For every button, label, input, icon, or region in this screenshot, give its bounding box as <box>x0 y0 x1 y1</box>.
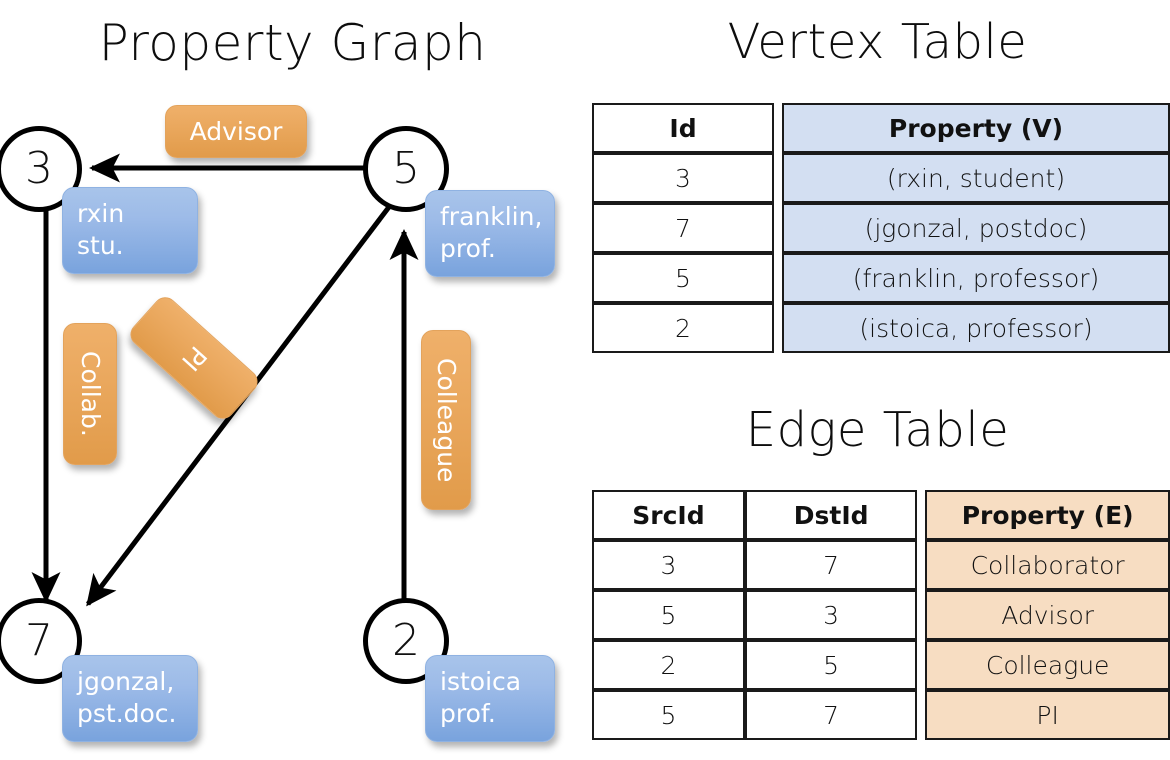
edge-table-header-row: SrcId DstId Property (E) <box>592 490 1170 540</box>
vertex-property-box-2-line1: istoica <box>440 667 522 696</box>
vertex-row-1-property: (jgonzal, postdoc) <box>782 203 1170 253</box>
vertex-table-header-id: Id <box>592 103 774 153</box>
edge-table-grid: SrcId DstId Property (E) 3 7 Collaborato… <box>592 490 1170 740</box>
graph-node-7-label: 7 <box>25 615 53 666</box>
vertex-property-box-2-line2: prof. <box>440 699 496 728</box>
vertex-property-box-3-line1: rxin <box>77 199 125 228</box>
table-row: 3 (rxin, student) <box>592 153 1170 203</box>
graph-node-2-label: 2 <box>392 615 420 666</box>
graph-node-5-label: 5 <box>392 143 420 194</box>
vertex-row-2-gap <box>774 253 782 303</box>
edge-row-0-dst: 7 <box>744 540 918 590</box>
edge-label-pi-text: PI <box>176 340 213 377</box>
graph-node-3-label: 3 <box>25 143 53 194</box>
page-title-edge-table: Edge Table <box>745 402 1010 458</box>
edge-table-header-dstid: DstId <box>744 490 918 540</box>
vertex-property-box-7[interactable]: jgonzal, pst.doc. <box>62 655 198 742</box>
table-row: 2 5 Colleague <box>592 640 1170 690</box>
vertex-property-box-3[interactable]: rxin stu. <box>62 187 198 274</box>
vertex-property-box-5-line1: franklin, <box>440 202 543 231</box>
vertex-row-1-gap <box>774 203 782 253</box>
vertex-table-header-property: Property (V) <box>782 103 1170 153</box>
vertex-property-box-7-line2: pst.doc. <box>77 699 177 728</box>
edge-row-3-gap <box>917 690 925 740</box>
table-row: 3 7 Collaborator <box>592 540 1170 590</box>
vertex-table: Id Property (V) 3 (rxin, student) 7 (jgo… <box>592 103 1170 353</box>
vertex-row-3-gap <box>774 303 782 353</box>
edge-label-advisor-text: Advisor <box>189 116 283 146</box>
table-row: 5 3 Advisor <box>592 590 1170 640</box>
vertex-row-0-id: 3 <box>592 153 774 203</box>
vertex-property-box-7-line1: jgonzal, <box>77 667 175 696</box>
edge-row-3-property: PI <box>925 690 1170 740</box>
vertex-table-column-gap <box>774 103 782 153</box>
vertex-property-box-3-line2: stu. <box>77 231 124 260</box>
edge-row-0-property: Collaborator <box>925 540 1170 590</box>
vertex-row-2-property: (franklin, professor) <box>782 253 1170 303</box>
vertex-row-2-id: 5 <box>592 253 774 303</box>
page-title-property-graph: Property Graph <box>98 14 487 72</box>
table-row: 2 (istoica, professor) <box>592 303 1170 353</box>
edge-label-collab-text: Collab. <box>76 351 105 437</box>
edge-row-1-dst: 3 <box>744 590 918 640</box>
edge-label-colleague-text: Colleague <box>432 357 461 483</box>
edge-table: SrcId DstId Property (E) 3 7 Collaborato… <box>592 490 1170 740</box>
edge-label-collab[interactable]: Collab. <box>63 323 117 465</box>
vertex-property-box-5-line2: prof. <box>440 234 496 263</box>
property-graph-diagram: 3 5 7 2 rxin stu. franklin, prof. jgonza… <box>0 105 555 742</box>
edge-row-3-src: 5 <box>592 690 745 740</box>
vertex-row-1-id: 7 <box>592 203 774 253</box>
edge-row-3-dst: 7 <box>744 690 918 740</box>
edge-row-1-property: Advisor <box>925 590 1170 640</box>
vertex-row-3-property: (istoica, professor) <box>782 303 1170 353</box>
edge-row-1-src: 5 <box>592 590 745 640</box>
table-row: 5 (franklin, professor) <box>592 253 1170 303</box>
edge-row-0-src: 3 <box>592 540 745 590</box>
edge-row-2-src: 2 <box>592 640 745 690</box>
vertex-property-box-5[interactable]: franklin, prof. <box>425 190 555 277</box>
vertex-table-grid: Id Property (V) 3 (rxin, student) 7 (jgo… <box>592 103 1170 353</box>
edge-table-column-gap <box>917 490 925 540</box>
graph-node-5[interactable]: 5 <box>363 126 449 212</box>
edge-table-header-srcid: SrcId <box>592 490 745 540</box>
edge-row-0-gap <box>917 540 925 590</box>
table-row: 7 (jgonzal, postdoc) <box>592 203 1170 253</box>
edge-row-1-gap <box>917 590 925 640</box>
vertex-row-0-property: (rxin, student) <box>782 153 1170 203</box>
vertex-property-box-2[interactable]: istoica prof. <box>425 655 555 742</box>
table-row: 5 7 PI <box>592 690 1170 740</box>
edge-label-colleague[interactable]: Colleague <box>421 330 471 510</box>
vertex-row-3-id: 2 <box>592 303 774 353</box>
edge-label-advisor[interactable]: Advisor <box>165 105 307 158</box>
vertex-row-0-gap <box>774 153 782 203</box>
edge-row-2-gap <box>917 640 925 690</box>
edge-row-2-dst: 5 <box>744 640 918 690</box>
page-title-vertex-table: Vertex Table <box>727 14 1028 70</box>
edge-table-header-property: Property (E) <box>925 490 1170 540</box>
edge-row-2-property: Colleague <box>925 640 1170 690</box>
graph-node-2[interactable]: 2 <box>363 598 449 684</box>
vertex-table-header-row: Id Property (V) <box>592 103 1170 153</box>
